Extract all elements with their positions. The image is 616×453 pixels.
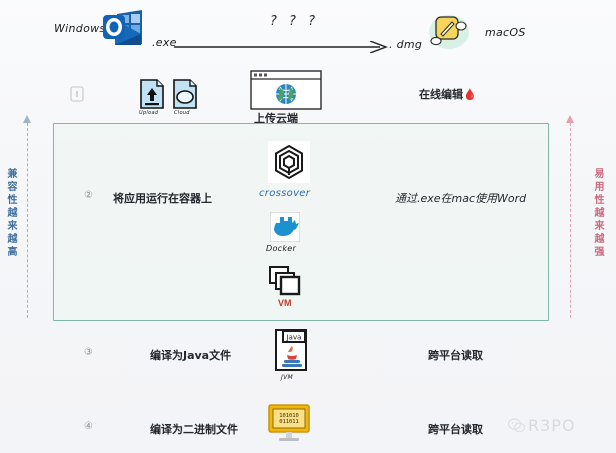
row-2-left-text: 将应用运行在容器上 [113,192,212,205]
dmg-extension-label: . dmg [389,38,423,51]
row-3-left-text: 编译为Java文件 [150,349,232,362]
compatibility-axis [27,123,29,318]
svg-text:101010: 101010 [279,413,298,419]
outlook-icon [101,8,145,50]
watermark-text: R3PO [528,416,576,435]
upload-cloud-label: 上传云端 [254,112,298,125]
row-marker-4: ④ [84,421,93,432]
conversion-arrow-icon [174,40,389,54]
compatibility-axis-arrow-icon [23,115,31,123]
row-marker-2: ② [84,190,93,201]
usability-axis [570,123,572,318]
upload-icon-caption: Upload [139,110,159,116]
wechat-watermark: R3PO [508,416,576,435]
jvm-caption: JVM [281,374,293,381]
cloud-file-icon [172,79,198,109]
row-marker-3: ③ [84,347,93,358]
svg-text:011011: 011011 [279,419,298,425]
browser-globe-icon [250,70,322,110]
docker-icon [269,211,301,243]
docker-caption: Docker [266,244,297,253]
svg-text:Java: Java [286,334,302,342]
macos-notes-icon [428,10,470,50]
crossover-icon [268,141,310,183]
vm-icon [269,266,301,296]
row-marker-1 [70,86,84,102]
row-2-right-text: 通过.exe在mac使用Word [395,192,527,205]
cloud-icon-caption: Cloud [174,110,190,116]
row-4-left-text: 编译为二进制文件 [150,423,238,436]
usability-axis-label: 易用性越来越强 [592,168,603,259]
binary-monitor-icon: 101010 011011 [267,404,311,442]
crossover-caption: crossover [259,188,311,199]
row-4-right-text: 跨平台读取 [428,423,483,436]
usability-axis-arrow-icon [566,115,574,123]
vm-caption: VM [278,298,292,308]
macos-label: macOS [485,26,526,39]
wechat-icon [508,418,525,433]
upload-file-icon [139,79,165,109]
online-edit-label: 在线编辑🩸 [419,88,477,101]
question-marks-label: ? ? ? [270,14,319,29]
compatibility-axis-label: 兼容性越来越高 [5,168,16,259]
java-file-icon: Java [274,328,310,372]
row-3-right-text: 跨平台读取 [428,349,483,362]
windows-label: Windows [54,22,106,35]
exe-extension-label: .exe [152,36,177,49]
